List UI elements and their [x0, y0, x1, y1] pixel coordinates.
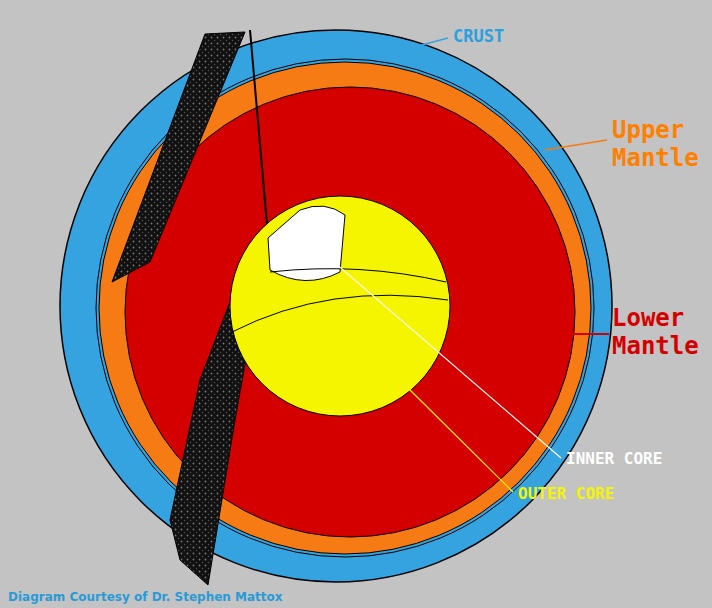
outer-core-layer — [230, 196, 450, 416]
credit-caption: Diagram Courtesy of Dr. Stephen Mattox — [8, 590, 283, 604]
cut-face — [112, 32, 245, 282]
leader-line — [410, 390, 513, 492]
layer-label: CRUST — [453, 26, 504, 46]
leader-line — [418, 38, 448, 46]
core-contour — [232, 295, 448, 332]
leader-line — [565, 333, 609, 335]
core-contour — [270, 269, 446, 282]
layer-label: Lower Mantle — [612, 304, 708, 360]
leader-line — [320, 250, 561, 458]
layer-label: Upper Mantle — [612, 116, 708, 172]
layer-label: INNER CORE — [566, 449, 662, 468]
cut-edge — [250, 30, 268, 236]
layer-label: OUTER CORE — [518, 484, 614, 503]
leader-line — [545, 140, 607, 150]
